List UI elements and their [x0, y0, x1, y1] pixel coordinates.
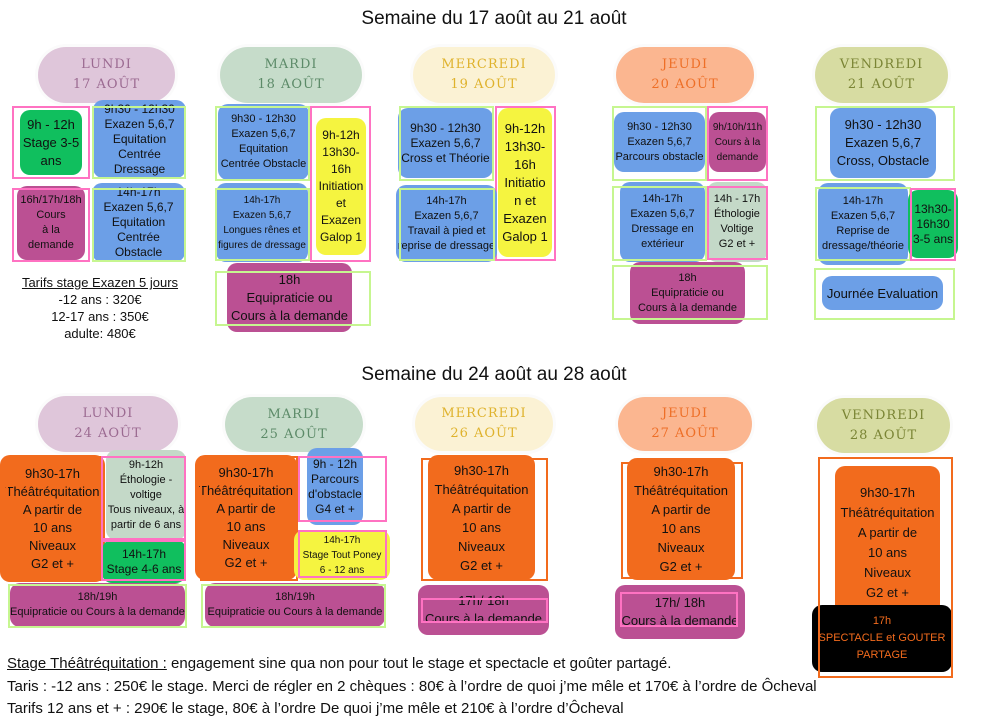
- activity-stage-3-5: 9h - 12h Stage 3-5 ans: [20, 110, 82, 175]
- activity-stage-tout-poney: 14h-17h Stage Tout Poney 6 - 12 ans: [294, 530, 390, 580]
- activity-journee-evaluation: Journée Evaluation: [822, 276, 943, 310]
- tarif-line: adulte: 480€: [64, 326, 136, 341]
- activity-cours-demande: 9h/10h/11h Cours à la demande: [709, 112, 766, 172]
- activity-longues-renes: 14h-17h Exazen 5,6,7 Longues rênes et fi…: [216, 183, 308, 262]
- activity-initiation-galop1: 9h-12h 13h30- 16h Initiation et Exazen G…: [316, 118, 366, 255]
- day-name: VENDREDI: [841, 407, 926, 423]
- day-date: 20 AOÛT: [651, 77, 719, 92]
- tarifs-exazen: Tarifs stage Exazen 5 jours -12 ans : 32…: [10, 274, 190, 342]
- day-header-mardi-18: MARDI 18 AOÛT: [220, 47, 362, 103]
- day-name: LUNDI: [82, 406, 134, 421]
- week2-title: Semaine du 24 août au 28 août: [361, 364, 627, 385]
- day-name: VENDREDI: [839, 57, 924, 72]
- activity-stage-4-6: 14h-17h Stage 4-6 ans: [102, 540, 186, 583]
- day-name: JEUDI: [661, 406, 709, 421]
- activity-ethologie-voltige: 9h-12h Éthologie - voltige Tous niveaux,…: [106, 450, 186, 540]
- day-header-vendredi-28: VENDREDI 28 AOÛT: [817, 398, 950, 453]
- footer-line-1: Stage Théâtréquitation : engagement sine…: [7, 655, 671, 672]
- tarifs-title: Tarifs stage Exazen 5 jours: [21, 275, 179, 290]
- activity-dressage-exterieur: 14h-17h Exazen 5,6,7 Dressage en extérie…: [620, 182, 705, 262]
- day-date: 24 AOÛT: [74, 426, 142, 441]
- day-header-lundi-17: LUNDI 17 AOÛT: [38, 47, 175, 103]
- activity-cours-demande: 16h/17h/18h Cours à la demande: [17, 186, 85, 260]
- day-header-mardi-25: MARDI 25 AOÛT: [225, 397, 363, 452]
- activity-travail-pied: 14h-17h Exazen 5,6,7 Travail à pied et r…: [396, 185, 497, 262]
- day-date: 25 AOÛT: [260, 426, 328, 442]
- day-date: 17 AOÛT: [72, 77, 141, 92]
- activity-theatrequitation: 9h30-17h Théâtréquitation A partir de 10…: [428, 455, 535, 580]
- activity-cross-obstacle: 9h30 - 12h30 Exazen 5,6,7 Cross, Obstacl…: [830, 108, 936, 178]
- day-name: MERCREDI: [441, 406, 527, 421]
- day-name: JEUDI: [661, 57, 709, 72]
- activity-exazen-obstacle: 9h30 - 12h30 Exazen 5,6,7 Equitation Cen…: [218, 104, 309, 180]
- day-name: MERCREDI: [441, 57, 527, 72]
- day-header-mercredi-19: MERCREDI 19 AOÛT: [413, 47, 555, 103]
- activity-3-5-ans: 13h30- 16h30 3-5 ans: [908, 190, 958, 258]
- day-date: 28 AOÛT: [849, 427, 918, 443]
- day-date: 19 AOÛT: [450, 77, 518, 92]
- footer-text: engagement sine qua non pour tout le sta…: [166, 655, 672, 672]
- footer-label: Stage Théâtréquitation :: [7, 655, 167, 672]
- day-header-jeudi-20: JEUDI 20 AOÛT: [616, 47, 754, 103]
- activity-exazen-cross: 9h30 - 12h30 Exazen 5,6,7 Cross et Théor…: [398, 108, 493, 178]
- activity-theatrequitation: 9h30-17h Théâtréquitation A partir de 10…: [0, 455, 105, 582]
- activity-theatrequitation: 9h30-17h Théâtréquitation A partir de 10…: [835, 466, 940, 620]
- activity-equipraticie: 18h/19h Equipraticie ou Cours à la deman…: [205, 583, 385, 627]
- activity-initiation-galop1: 9h-12h 13h30- 16h Initiatio n et Exazen …: [498, 108, 552, 257]
- activity-theatrequitation: 9h30-17h Théâtréquitation A partir de 10…: [627, 458, 735, 580]
- activity-exazen-dressage: 9h30 - 12h30 Exazen 5,6,7 Equitation Cen…: [93, 100, 186, 178]
- week1-title: Semaine du 17 août au 21 août: [361, 8, 627, 29]
- activity-spectacle-gouter: 17h SPECTACLE et GOUTER PARTAGE: [812, 605, 952, 672]
- footer-line-3: Tarifs 12 ans et + : 290€ le stage, 80€ …: [7, 700, 624, 717]
- tarif-line: 12-17 ans : 350€: [51, 309, 149, 324]
- activity-equipraticie: 18h Equipraticie ou Cours à la demande: [630, 262, 745, 324]
- day-date: 18 AOÛT: [257, 77, 325, 92]
- activity-theatrequitation: 9h30-17h Théâtréquitation A partir de 10…: [195, 455, 297, 580]
- day-header-vendredi-21: VENDREDI 21 AOÛT: [815, 47, 948, 103]
- day-date: 26 AOÛT: [450, 426, 518, 441]
- day-date: 27 AOÛT: [651, 426, 719, 441]
- day-name: MARDI: [264, 57, 318, 72]
- activity-cours-demande: 17h/ 18h Cours à la demande: [615, 585, 745, 639]
- activity-ethologie-voltige: 14h - 17h Éthologie Voltige G2 et +: [707, 182, 767, 262]
- activity-parcours-obstacle: 9h30 - 12h30 Exazen 5,6,7 Parcours obsta…: [614, 112, 705, 172]
- activity-cours-demande: 17h/ 18h Cours à la demande: [418, 585, 549, 635]
- activity-equipraticie: 18h/19h Equipraticie ou Cours à la deman…: [10, 583, 185, 627]
- day-name: LUNDI: [81, 57, 132, 72]
- tarif-line: -12 ans : 320€: [58, 292, 142, 307]
- activity-reprise-dressage: 14h-17h Exazen 5,6,7 Reprise de dressage…: [818, 183, 908, 265]
- footer-line-2: Taris : -12 ans : 250€ le stage. Merci d…: [7, 678, 817, 695]
- activity-parcours-obstacle: 9h - 12h Parcours d'obstacle G4 et +: [307, 448, 363, 525]
- day-header-mercredi-26: MERCREDI 26 AOÛT: [415, 397, 553, 451]
- day-name: MARDI: [267, 406, 321, 422]
- day-header-lundi-24: LUNDI 24 AOÛT: [38, 396, 178, 452]
- activity-exazen-obstacle: 14h-17h Exazen 5,6,7 Equitation Centrée …: [92, 183, 185, 262]
- activity-equipraticie: 18h Equipraticie ou Cours à la demande: [227, 263, 352, 332]
- day-date: 21 AOÛT: [847, 77, 916, 92]
- day-header-jeudi-27: JEUDI 27 AOÛT: [618, 397, 752, 451]
